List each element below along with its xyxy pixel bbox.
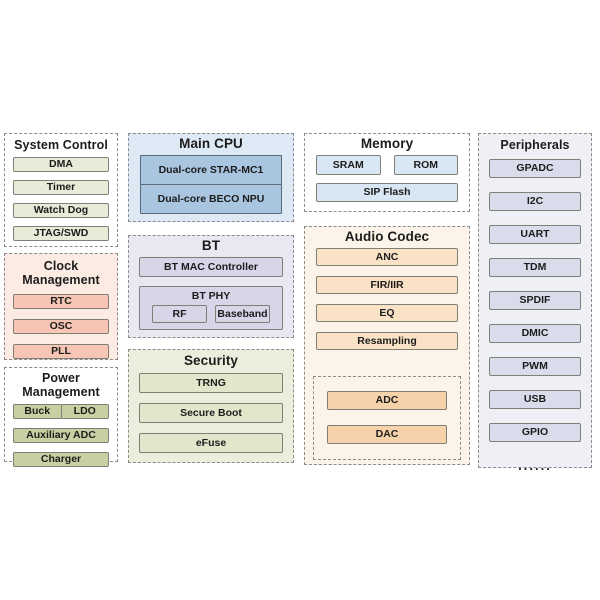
- block-buck: Buck: [13, 404, 62, 419]
- peripherals-ellipsis: ......: [518, 458, 552, 473]
- block-ldo: LDO: [60, 404, 109, 419]
- block-rom: ROM: [393, 155, 458, 175]
- block-efuse: eFuse: [139, 433, 283, 453]
- block-dma: DMA: [13, 157, 109, 172]
- section-audio-codec: Audio Codec ANC FIR/IIR EQ Resampling AD…: [304, 226, 470, 465]
- section-title-memory: Memory: [360, 136, 414, 151]
- section-title-power-management: Power Management: [22, 371, 100, 399]
- section-title-security: Security: [183, 353, 239, 368]
- converter-group: ADC DAC: [313, 376, 461, 460]
- block-usb: USB: [489, 390, 581, 409]
- block-baseband: Baseband: [215, 305, 270, 323]
- section-main-cpu: Main CPU Dual-core STAR-MC1 Dual-core BE…: [128, 133, 294, 222]
- block-rtc: RTC: [13, 294, 109, 309]
- block-jtag-swd: JTAG/SWD: [13, 226, 109, 241]
- audio-codec-body: ANC FIR/IIR EQ Resampling ADC DAC: [305, 244, 469, 460]
- peripherals-body: GPADC I2C UART TDM SPDIF DMIC PWM USB GP…: [479, 152, 591, 472]
- block-pwm: PWM: [489, 357, 581, 376]
- block-secure-boot: Secure Boot: [139, 403, 283, 423]
- block-bt-phy: BT PHY RF Baseband: [139, 286, 283, 330]
- block-osc: OSC: [13, 319, 109, 334]
- memory-body: SRAM ROM SIP Flash: [305, 151, 469, 202]
- block-gpio: GPIO: [489, 423, 581, 442]
- block-resampling: Resampling: [316, 332, 458, 350]
- block-anc: ANC: [316, 248, 458, 266]
- section-peripherals: Peripherals GPADC I2C UART TDM SPDIF DMI…: [478, 133, 592, 472]
- block-bt-mac-controller: BT MAC Controller: [139, 257, 283, 277]
- section-title-system-control: System Control: [14, 138, 108, 152]
- block-spdif: SPDIF: [489, 291, 581, 310]
- block-trng: TRNG: [139, 373, 283, 393]
- bt-phy-title: BT PHY: [191, 290, 231, 302]
- power-management-body: Buck LDO Auxiliary ADC Charger: [5, 399, 117, 467]
- section-memory: Memory SRAM ROM SIP Flash: [304, 133, 470, 212]
- security-body: TRNG Secure Boot eFuse: [129, 368, 293, 453]
- section-title-main-cpu: Main CPU: [179, 136, 243, 151]
- block-auxiliary-adc: Auxiliary ADC: [13, 428, 109, 443]
- block-eq: EQ: [316, 304, 458, 322]
- section-title-clock-management: Clock Management: [22, 259, 100, 287]
- section-title-audio-codec: Audio Codec: [344, 229, 430, 244]
- block-charger: Charger: [13, 452, 109, 467]
- block-watch-dog: Watch Dog: [13, 203, 109, 218]
- memory-split-row: SRAM ROM: [316, 155, 458, 175]
- block-timer: Timer: [13, 180, 109, 195]
- section-security: Security TRNG Secure Boot eFuse: [128, 349, 294, 463]
- section-clock-management: Clock Management RTC OSC PLL: [4, 253, 118, 360]
- block-rf: RF: [152, 305, 207, 323]
- bt-phy-row: RF Baseband: [152, 305, 270, 323]
- block-gpadc: GPADC: [489, 159, 581, 178]
- block-sram: SRAM: [316, 155, 381, 175]
- power-split-row: Buck LDO: [13, 404, 109, 419]
- block-uart: UART: [489, 225, 581, 244]
- section-title-peripherals: Peripherals: [500, 138, 570, 152]
- block-adc: ADC: [327, 391, 447, 410]
- block-pll: PLL: [13, 344, 109, 359]
- main-cpu-body: Dual-core STAR-MC1 Dual-core BECO NPU: [129, 151, 293, 214]
- section-system-control: System Control DMA Timer Watch Dog JTAG/…: [4, 133, 118, 247]
- block-dual-core-star-mc1: Dual-core STAR-MC1: [140, 155, 282, 185]
- block-dual-core-beco-npu: Dual-core BECO NPU: [140, 184, 282, 214]
- bt-body: BT MAC Controller BT PHY RF Baseband: [129, 253, 293, 330]
- section-title-bt: BT: [201, 238, 221, 253]
- section-bt: BT BT MAC Controller BT PHY RF Baseband: [128, 235, 294, 338]
- section-power-management: Power Management Buck LDO Auxiliary ADC …: [4, 367, 118, 467]
- block-dac: DAC: [327, 425, 447, 444]
- block-dmic: DMIC: [489, 324, 581, 343]
- system-control-body: DMA Timer Watch Dog JTAG/SWD: [5, 152, 117, 241]
- block-sip-flash: SIP Flash: [316, 183, 458, 202]
- block-fir-iir: FIR/IIR: [316, 276, 458, 294]
- clock-management-body: RTC OSC PLL: [5, 287, 117, 359]
- block-i2c: I2C: [489, 192, 581, 211]
- block-tdm: TDM: [489, 258, 581, 277]
